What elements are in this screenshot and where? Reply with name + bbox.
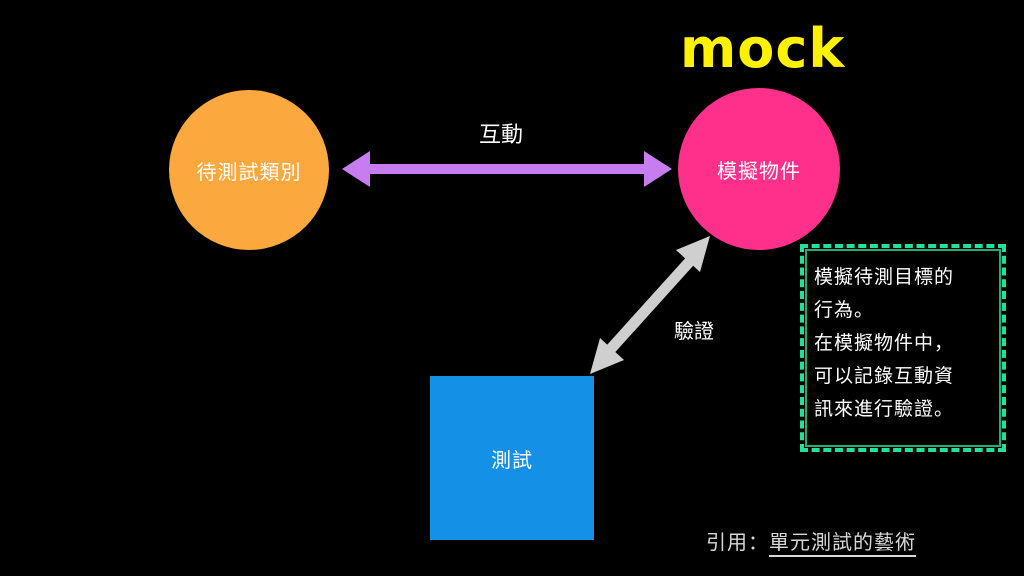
note-line: 可以記錄互動資 <box>814 365 955 387</box>
interaction-arrow <box>342 151 672 187</box>
verification-label: 驗證 <box>674 319 714 343</box>
mock-object-node: 模擬物件 <box>678 88 840 250</box>
note-line: 訊來進行驗證。 <box>814 398 955 420</box>
mock-object-label: 模擬物件 <box>717 158 801 183</box>
note-box: 模擬待測目標的 行為。 在模擬物件中， 可以記錄互動資 訊來進行驗證。 <box>800 244 1006 452</box>
citation-prefix: 引用： <box>706 530 769 554</box>
interaction-label: 互動 <box>479 123 524 148</box>
note-line: 在模擬物件中， <box>814 332 955 354</box>
note-line: 行為。 <box>814 299 875 321</box>
citation: 引用：單元測試的藝術 <box>706 526 916 555</box>
verification-arrow <box>590 236 710 374</box>
citation-source: 單元測試的藝術 <box>769 530 916 554</box>
class-under-test-node: 待測試類別 <box>169 90 329 250</box>
mock-title: mock <box>680 17 846 80</box>
note-line: 模擬待測目標的 <box>814 266 955 288</box>
test-label: 測試 <box>491 447 533 472</box>
test-node: 測試 <box>430 376 594 540</box>
class-under-test-label: 待測試類別 <box>196 159 302 184</box>
